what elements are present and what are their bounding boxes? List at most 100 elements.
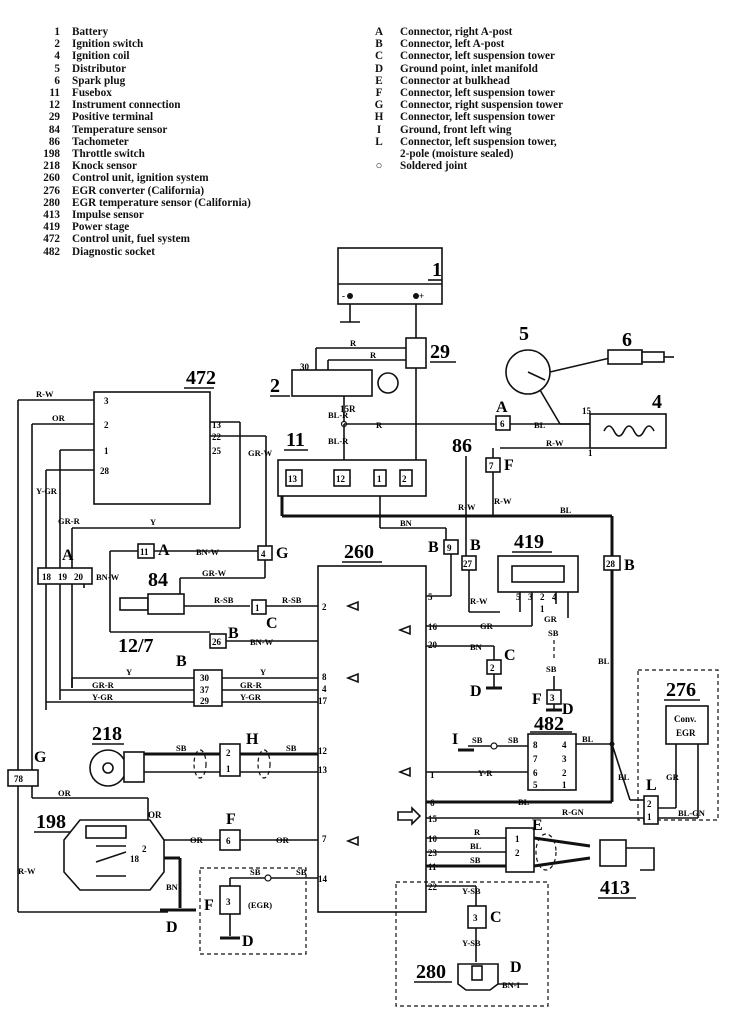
legend-name: Control unit, ignition system [72,172,209,185]
svg-text:Y: Y [126,667,132,677]
svg-text:R: R [370,350,377,360]
svg-text:7: 7 [489,461,494,471]
svg-text:BN-I: BN-I [502,980,521,990]
svg-text:Y-GR: Y-GR [92,692,114,702]
legend-code: 11 [49,87,60,100]
svg-text:SB: SB [470,855,481,865]
svg-text:8: 8 [533,740,538,750]
power-stage: 419 5 3 2 4 1 GR SB [497,531,579,638]
legend-code: E [375,74,383,87]
svg-text:3: 3 [104,396,109,406]
svg-text:G: G [276,545,289,562]
svg-text:SB: SB [548,628,559,638]
svg-text:R-GN: R-GN [562,807,585,817]
svg-text:L: L [646,777,657,794]
svg-text:I: I [452,731,458,748]
legend-code: 2 [54,38,60,51]
svg-text:3: 3 [528,592,533,602]
svg-text:14: 14 [318,874,328,884]
svg-text:GR-R: GR-R [58,516,81,526]
svg-text:B: B [176,653,187,670]
legend-code: ○ [375,160,383,173]
svg-text:R: R [376,420,383,430]
svg-text:SB: SB [472,735,483,745]
svg-text:A: A [62,547,74,564]
legend-code: 280 [43,196,60,209]
svg-text:OR: OR [148,810,162,820]
svg-text:2: 2 [104,420,109,430]
svg-text:BL: BL [534,420,546,430]
svg-text:GR-W: GR-W [202,568,227,578]
legend-code: L [375,135,383,148]
svg-text:GR-W: GR-W [248,448,273,458]
power-stage-ref: 419 [514,531,544,553]
diagnostic-socket: 482 8 7 6 5 4 3 2 1 [527,713,577,791]
svg-text:GR: GR [544,614,558,624]
legend-name: Connector, right suspension tower [400,99,564,112]
svg-text:2: 2 [647,799,652,809]
legend-code: I [376,123,382,136]
svg-text:Y-R: Y-R [478,768,493,778]
legend-name: Positive terminal [72,111,154,124]
svg-text:D: D [242,933,254,950]
svg-text:7: 7 [533,754,538,764]
svg-text:OR: OR [58,788,72,798]
svg-text:BN-W: BN-W [250,637,274,647]
svg-text:B: B [470,537,481,554]
svg-text:30: 30 [300,362,310,372]
svg-text:-: - [342,291,345,301]
legend-code: 6 [54,74,60,87]
legend-name: Throttle switch [72,148,145,161]
svg-text:BL: BL [518,797,530,807]
svg-text:6: 6 [226,836,231,846]
svg-text:F: F [226,811,236,828]
svg-text:1: 1 [515,834,520,844]
svg-text:12: 12 [318,746,328,756]
svg-text:23: 23 [428,848,438,858]
svg-text:R-W: R-W [546,438,564,448]
svg-text:SB: SB [508,735,519,745]
legend-code: 84 [48,123,60,136]
legend-code: 472 [43,233,60,246]
svg-text:BL: BL [598,656,610,666]
legend-name: Connector, left A-post [400,38,505,51]
legend-code: A [374,26,384,38]
ignition-coil: 4 15 1 [560,391,667,458]
knock-sensor-ref: 218 [92,723,122,745]
svg-text:15: 15 [582,406,592,416]
legend-code: F [375,87,383,100]
svg-text:3: 3 [550,693,555,703]
egr-temperature-sensor-ref: 280 [416,961,446,983]
legend-code: D [374,62,384,75]
svg-text:2: 2 [515,848,520,858]
legend-row: 84 Temperature sensor [26,124,326,136]
svg-text:BN-W: BN-W [196,547,220,557]
legend-name: Connector, left suspension tower [400,50,555,63]
svg-text:H: H [246,731,259,748]
legend-name: Spark plug [72,74,126,87]
legend-row: 2-pole (moisture sealed) [372,148,722,160]
legend-name: Soldered joint [400,160,468,173]
legend-name: Temperature sensor [72,123,168,136]
ignition-control-unit: 260 2 8 4 17 12 13 7 14 5 16 20 1 6 15 1… [317,541,438,913]
legend-row: ○ Soldered joint [372,160,722,172]
legend-code: 419 [43,221,60,234]
svg-text:BN: BN [166,882,179,892]
legend-code: G [374,99,384,112]
svg-text:3: 3 [473,913,478,923]
legend-code: 5 [54,62,60,75]
svg-text:R-SB: R-SB [214,595,234,605]
legend-name: Fusebox [72,87,112,100]
svg-text:18: 18 [130,854,140,864]
svg-text:E: E [532,817,543,834]
svg-text:1: 1 [588,448,593,458]
svg-text:15R: 15R [340,404,356,414]
tachometer-ref: 86 [452,435,472,457]
